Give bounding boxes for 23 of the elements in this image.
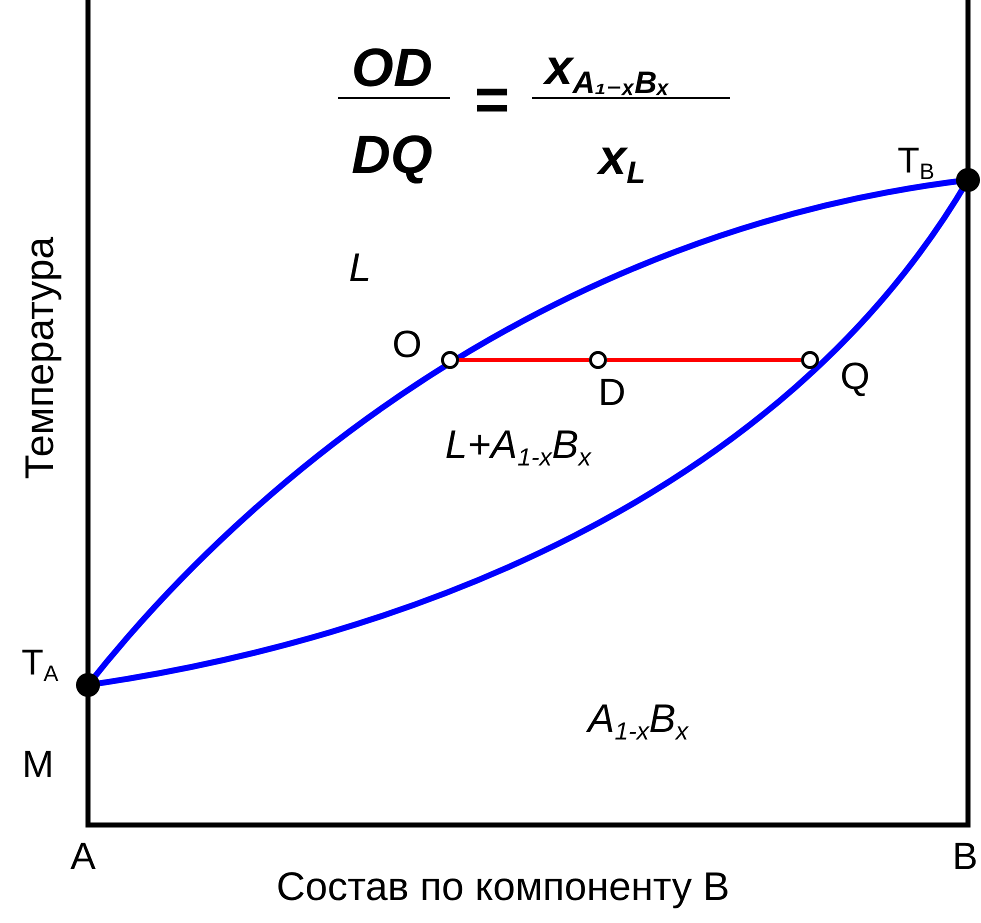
formula-term: DQ (352, 128, 432, 182)
equals-sign: = (474, 70, 510, 130)
composition-label: B (952, 838, 978, 876)
point-label: D (598, 374, 626, 412)
formula-term: OD (352, 41, 432, 95)
tie-line (607, 358, 801, 362)
temperature-label: T$_{A}$ (22, 644, 58, 686)
point-marker (801, 351, 819, 369)
region-label: L (348, 248, 372, 288)
composition-label: M (22, 746, 54, 784)
region-label: L+A$_{1-x}$B$_{x}$ (445, 424, 591, 472)
point-label: Q (840, 358, 870, 396)
point-label: O (392, 326, 422, 364)
point-marker (589, 351, 607, 369)
tie-line (459, 358, 589, 362)
axis-title: Температура (20, 236, 60, 480)
temperature-label: T$_{B}$ (898, 142, 934, 184)
axis-title: Состав по компоненту В (276, 867, 730, 907)
point-marker (441, 351, 459, 369)
formula-term: x$_{A₁₋ₓBₓ}$ (544, 42, 670, 98)
region-label: A$_{1-x}$B$_{x}$ (588, 698, 688, 746)
formula-term: x$_{L}$ (598, 132, 646, 188)
composition-label: A (70, 838, 96, 876)
